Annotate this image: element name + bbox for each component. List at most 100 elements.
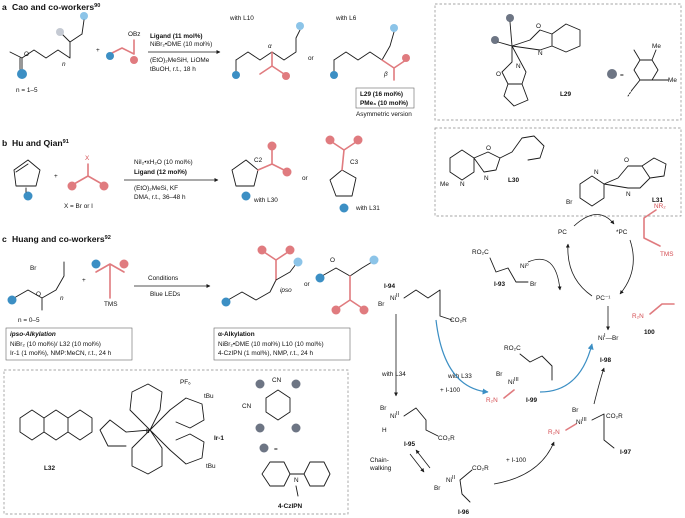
svg-text:NiI—Br: NiI—Br: [598, 333, 619, 342]
panel-b-xdef: X = Br or I: [64, 203, 93, 210]
panel-c-cond-bot: Blue LEDs: [150, 291, 180, 298]
mech-ro2c1: RO₂C: [472, 249, 489, 256]
mech-pc-minus: PC⁻¹: [596, 295, 610, 302]
mech-i95: I-95: [404, 441, 415, 448]
svg-text:N: N: [484, 175, 489, 182]
mech-br3: Br: [612, 335, 619, 342]
mech-ni3: Ni: [508, 379, 514, 386]
grey-ball-key: [607, 69, 617, 79]
svg-text:O: O: [24, 51, 29, 58]
ligand-l29-label: L29: [560, 91, 571, 98]
panel-c-box1-l2: Ir-1 (1 mol%), NMP:MeCN, r.t., 24 h: [10, 350, 112, 357]
mech-r2n3: R₂N: [548, 429, 560, 436]
svg-text:N: N: [294, 477, 299, 484]
ir-tbu-1: tBu: [204, 393, 214, 400]
panel-b-cond1: NiI₂•xH₂O (10 mol%): [134, 159, 193, 166]
panel-c-substrate: Br n = 0–5 O n: [7, 261, 65, 324]
svg-text:n: n: [60, 295, 64, 302]
panel-b-pyrroline: [13, 159, 41, 201]
svg-text:O: O: [330, 257, 335, 264]
panel-b-c2: C2: [254, 157, 263, 164]
mech-ro2c2: RO₂C: [504, 345, 521, 352]
mech-i98: I-98: [600, 357, 611, 364]
panel-a-ref: 90: [94, 3, 100, 9]
panel-c-product-alpha: O: [315, 255, 379, 315]
mech-br7: Br: [572, 407, 579, 414]
svg-text:NiII: NiII: [390, 411, 400, 420]
czipn-label: 4-CzIPN: [278, 503, 303, 510]
mech-i97: I-97: [620, 449, 631, 456]
czipn-cn-1: CN: [272, 377, 282, 384]
panel-a-cond1: NiBr₂•DME (10 mol%): [150, 41, 212, 48]
svg-text:N: N: [626, 191, 631, 198]
panel-a-beta: β: [383, 71, 388, 78]
mech-r2n2: R₂N: [486, 397, 498, 404]
panel-a-n: n: [62, 61, 66, 68]
svg-text:=: =: [274, 446, 278, 453]
mech-ox2a: II: [396, 293, 400, 299]
svg-text:Ligand (11 mol%): Ligand (11 mol%): [150, 33, 203, 40]
mech-plus-i100b: + I-100: [506, 457, 527, 464]
panel-c-title: Huang and co-workers: [12, 234, 105, 244]
panel-a-alpha: α: [268, 43, 272, 50]
panel-b-with2: with L31: [355, 205, 380, 212]
light-grey-ball: [56, 28, 64, 36]
panel-c-tms: TMS: [104, 301, 118, 308]
panel-a-cond3: (EtO)₂MeSiH, LiOMe: [150, 57, 210, 64]
panel-b-x: X: [85, 155, 90, 162]
panel-c-br: Br: [30, 265, 37, 272]
mech-chain: Chain-: [370, 457, 389, 464]
svg-text:N: N: [594, 169, 599, 176]
panel-c-ipso: ipso: [280, 287, 292, 294]
blue-ball: [17, 69, 27, 79]
svg-text:O: O: [36, 291, 41, 298]
panel-b-product-c2: C2 with L30: [231, 141, 292, 204]
panel-a-amine: OBz: [106, 31, 140, 64]
svg-text:O: O: [536, 23, 541, 30]
mech-tms: TMS: [660, 251, 674, 258]
panel-b-cond4: DMA, r.t., 36–48 h: [134, 194, 186, 201]
czipn-cn-2: CN: [242, 403, 252, 410]
mech-ox3a: III: [514, 377, 519, 383]
svg-text:O: O: [496, 71, 501, 78]
mech-ox2b: II: [396, 411, 400, 417]
panel-c-box2-title: α-Alkylation: [218, 331, 255, 338]
svg-text:ipso-Alkylation: ipso-Alkylation: [10, 331, 56, 338]
panel-c-or: or: [304, 281, 311, 288]
mech-r2n1: R₂N: [632, 313, 644, 320]
svg-text:NiIII: NiIII: [576, 417, 587, 426]
panel-c-alpha-box: [213, 327, 351, 361]
svg-text:Hu and Qian91: Hu and Qian91: [12, 138, 69, 148]
mech-ox2d: II: [6, 0, 10, 2]
mech-with-l34: with L34: [381, 371, 406, 378]
mech-h: H: [382, 427, 387, 434]
ligand-l29: O N N O L29: [491, 14, 581, 107]
panel-a-n-range: n = 1–5: [16, 87, 38, 94]
panel-c-n-range: n = 0–5: [18, 317, 40, 324]
mech-ni4: Ni: [390, 413, 396, 420]
panel-a-obz: OBz: [128, 31, 140, 38]
panel-c-catalyst-box: [3, 369, 349, 515]
panel-a-asym-box: [355, 87, 415, 109]
mech-with-l33: with L33: [447, 373, 472, 380]
svg-text:NiIII: NiIII: [508, 377, 519, 386]
panel-b-with1: with L30: [253, 197, 278, 204]
panel-a-cond2: Ligand (11 mol%): [150, 33, 203, 40]
mech-co2r2: CO₂R: [438, 435, 455, 442]
svg-text:O: O: [486, 145, 491, 152]
me-label-2: Me: [668, 77, 677, 84]
panel-b-cond2: Ligand (12 mol%): [134, 169, 187, 176]
svg-text:NiII: NiII: [390, 293, 400, 302]
mech-co2r1: CO₂R: [450, 317, 467, 324]
mech-p100: 100: [644, 329, 655, 336]
mech-ni0: Ni⁰: [520, 263, 529, 270]
mech-nr2: NR₂: [654, 203, 666, 210]
svg-text:N: N: [516, 63, 521, 70]
mech-ox3b: III: [582, 417, 587, 423]
panel-b-c3: C3: [350, 159, 359, 166]
panel-b-or: or: [302, 175, 309, 182]
mech-pc-star: *PC: [616, 229, 628, 236]
ligand-l31-br: Br: [566, 199, 573, 206]
